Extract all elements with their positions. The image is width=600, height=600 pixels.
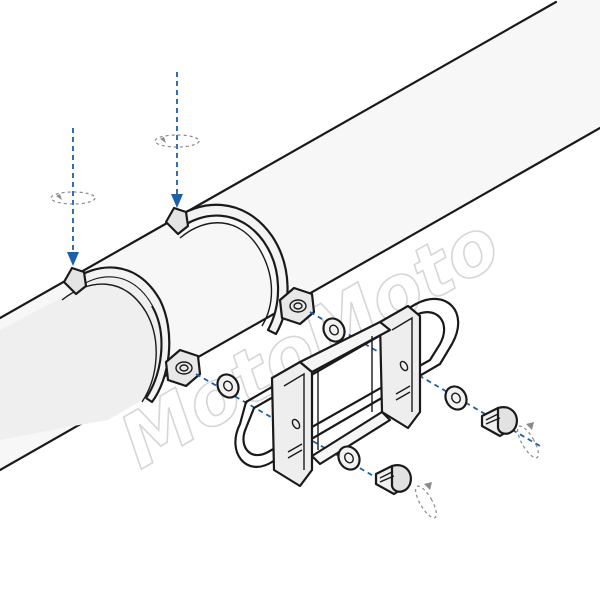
clamp-left-top-lug bbox=[62, 266, 88, 296]
washer-2 bbox=[322, 317, 346, 343]
rotate-arrow-icon bbox=[415, 482, 437, 519]
rotate-arrow-icon bbox=[50, 191, 96, 205]
bracket-plate-right bbox=[378, 304, 422, 430]
tube-top-edge bbox=[0, 0, 558, 320]
bolt-left bbox=[374, 464, 412, 496]
clamp-right-nut bbox=[278, 286, 316, 326]
arrow-down-icon bbox=[67, 128, 79, 266]
bolt-right bbox=[480, 406, 518, 438]
clamp-right bbox=[164, 203, 316, 336]
washer-3 bbox=[337, 445, 361, 471]
washer-4 bbox=[444, 385, 468, 411]
rotate-arrow-icon bbox=[517, 422, 539, 459]
clamp-left-nut bbox=[164, 348, 202, 388]
washer-1 bbox=[216, 373, 240, 399]
arrow-down-icon bbox=[171, 72, 183, 208]
clamp-left bbox=[0, 266, 202, 440]
clamp-right-top-lug bbox=[164, 206, 190, 236]
rotate-arrow-icon bbox=[154, 134, 200, 148]
u-bracket bbox=[234, 297, 460, 488]
